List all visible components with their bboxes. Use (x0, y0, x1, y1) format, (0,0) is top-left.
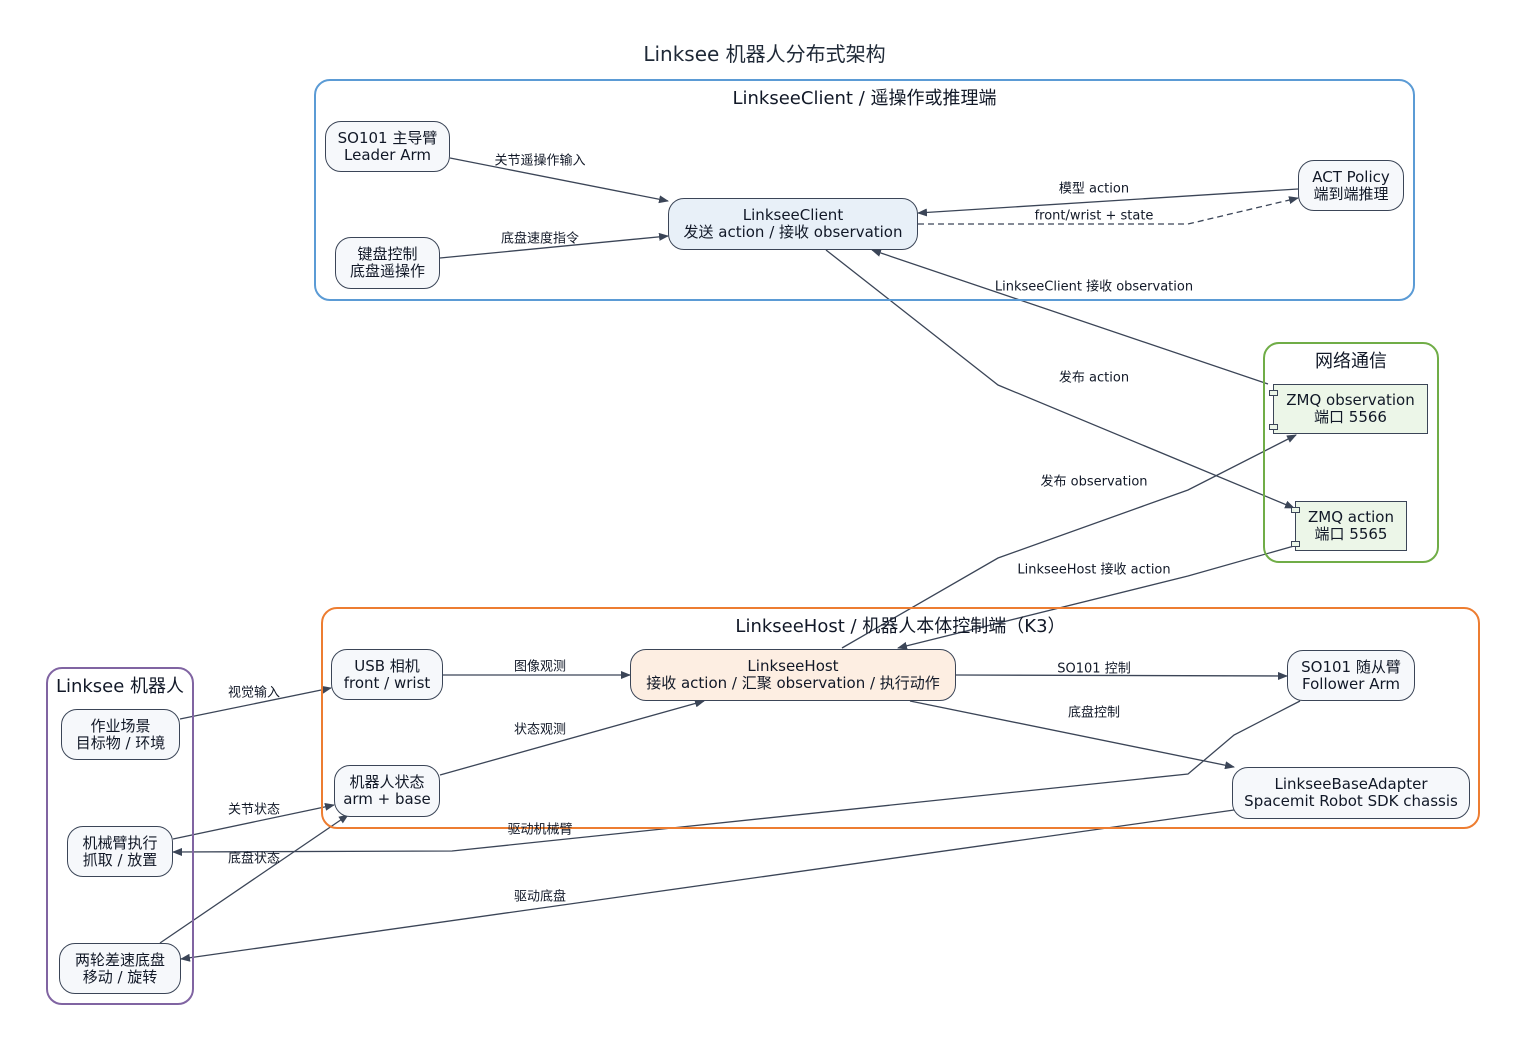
node-base-adapter: LinkseeBaseAdapter Spacemit Robot SDK ch… (1232, 767, 1470, 819)
cluster-client: LinkseeClient / 遥操作或推理端 (314, 79, 1415, 301)
edge-label-publish-obs: 发布 observation (1040, 474, 1148, 490)
edge-label-base-state: 底盘状态 (227, 851, 281, 867)
port-tab-bottom (1269, 424, 1278, 430)
node-chassis-line2: 移动 / 旋转 (82, 967, 158, 986)
node-usb-camera: USB 相机 front / wrist (331, 649, 443, 700)
node-linksee-client: LinkseeClient 发送 action / 接收 observation (668, 198, 918, 250)
edge-state-to-host (439, 699, 705, 776)
edge-label-state-obs: 状态观测 (513, 722, 567, 738)
diagram-title: Linksee 机器人分布式架构 (643, 42, 886, 66)
edge-label-base-control: 底盘控制 (1067, 705, 1121, 721)
node-keyboard-line1: 键盘控制 (357, 245, 418, 263)
node-chassis: 两轮差速底盘 移动 / 旋转 (59, 943, 181, 994)
edge-label-publish-action: 发布 action (1058, 370, 1130, 386)
node-keyboard-line2: 底盘遥操作 (349, 262, 425, 280)
node-linksee-host-line1: LinkseeHost (747, 657, 839, 675)
node-zmq-action-line1: ZMQ action (1308, 508, 1394, 526)
cluster-network: 网络通信 (1263, 342, 1439, 563)
node-zmq-observation-line2: 端口 5566 (1314, 408, 1387, 426)
edge-zmqobs-to-client (871, 249, 1269, 385)
node-linksee-host: LinkseeHost 接收 action / 汇聚 observation /… (630, 649, 956, 701)
node-zmq-action: ZMQ action 端口 5565 (1291, 501, 1407, 551)
node-robot-state: 机器人状态 arm + base (334, 765, 440, 817)
edge-client-to-zmqaction (825, 249, 1295, 509)
edge-label-joint-teleop: 关节遥操作输入 (494, 153, 586, 169)
port-tab-bottom (1291, 541, 1300, 547)
edge-act-to-client (917, 188, 1299, 217)
edge-label-image-obs: 图像观测 (513, 659, 567, 675)
edge-zmqaction-to-host (897, 545, 1295, 650)
edge-label-so101-control: SO101 控制 (1057, 661, 1131, 677)
edge-scene-to-camera (179, 685, 332, 720)
node-linksee-client-line1: LinkseeClient (742, 206, 844, 224)
node-zmq-observation-line1: ZMQ observation (1286, 391, 1415, 409)
node-arm-exec: 机械臂执行 抓取 / 放置 (67, 826, 173, 877)
node-zmq-action-line2: 端口 5565 (1314, 525, 1388, 543)
edge-leader-to-client (449, 157, 669, 204)
node-usb-camera-line1: USB 相机 (354, 656, 420, 675)
edge-adapter-to-chassis (180, 809, 1235, 962)
node-follower-arm: SO101 随从臂 Follower Arm (1287, 650, 1415, 701)
node-robot-state-line1: 机器人状态 (349, 773, 425, 791)
port-tab-top (1291, 507, 1300, 513)
node-scene-line2: 目标物 / 环境 (75, 733, 166, 752)
edge-host-to-zmqobs (841, 434, 1297, 649)
cluster-robot: Linksee 机器人 (46, 667, 194, 1005)
node-linksee-host-line2: 接收 action / 汇聚 observation / 执行动作 (646, 674, 940, 692)
edge-armexec-to-state (172, 802, 335, 840)
edge-label-joint-state: 关节状态 (227, 802, 281, 818)
edge-chassis-to-state (159, 814, 349, 944)
edge-label-base-speed: 底盘速度指令 (500, 231, 580, 247)
node-arm-exec-line2: 抓取 / 放置 (82, 850, 158, 869)
node-scene: 作业场景 目标物 / 环境 (61, 709, 180, 760)
edge-label-client-recv-obs: LinkseeClient 接收 observation (994, 279, 1194, 295)
cluster-host: LinkseeHost / 机器人本体控制端（K3） (321, 607, 1480, 829)
edge-label-front-wrist-state: front/wrist + state (1034, 208, 1154, 224)
edge-label-model-action: 模型 action (1058, 181, 1130, 197)
edge-host-to-follower (955, 671, 1288, 680)
node-linksee-client-line2: 发送 action / 接收 observation (683, 223, 903, 241)
cluster-client-label: LinkseeClient / 遥操作或推理端 (732, 88, 997, 109)
node-leader-arm-line1: SO101 主导臂 (337, 128, 438, 147)
node-zmq-observation: ZMQ observation 端口 5566 (1269, 384, 1428, 434)
node-follower-arm-line1: SO101 随从臂 (1301, 657, 1401, 676)
node-arm-exec-line1: 机械臂执行 (82, 833, 158, 852)
node-follower-arm-line2: Follower Arm (1302, 674, 1400, 693)
port-tab-top (1269, 390, 1278, 396)
edge-label-drive-arm: 驱动机械臂 (507, 822, 573, 838)
node-act-policy-line1: ACT Policy (1312, 167, 1390, 186)
edge-follower-to-armexec (172, 700, 1301, 856)
node-leader-arm-line2: Leader Arm (344, 145, 431, 164)
edge-label-drive-base: 驱动底盘 (513, 889, 567, 905)
node-leader-arm: SO101 主导臂 Leader Arm (325, 121, 450, 172)
edge-label-visual-input: 视觉输入 (227, 685, 281, 701)
cluster-host-label: LinkseeHost / 机器人本体控制端（K3） (735, 616, 1066, 637)
cluster-robot-label: Linksee 机器人 (55, 676, 185, 697)
node-scene-line1: 作业场景 (90, 716, 151, 735)
node-keyboard: 键盘控制 底盘遥操作 (335, 237, 440, 289)
node-base-adapter-line1: LinkseeBaseAdapter (1274, 775, 1428, 793)
node-chassis-line1: 两轮差速底盘 (74, 950, 165, 969)
node-base-adapter-line2: Spacemit Robot SDK chassis (1244, 792, 1458, 810)
edge-host-to-adapter (909, 700, 1235, 770)
edge-client-to-act (918, 196, 1299, 225)
edge-label-host-recv-action: LinkseeHost 接收 action (1017, 562, 1171, 578)
cluster-network-label: 网络通信 (1315, 351, 1387, 372)
node-usb-camera-line2: front / wrist (343, 673, 431, 692)
node-act-policy-line2: 端到端推理 (1313, 184, 1389, 203)
edge-keyboard-to-client (439, 232, 669, 259)
node-act-policy: ACT Policy 端到端推理 (1298, 160, 1404, 211)
node-robot-state-line2: arm + base (343, 790, 431, 808)
